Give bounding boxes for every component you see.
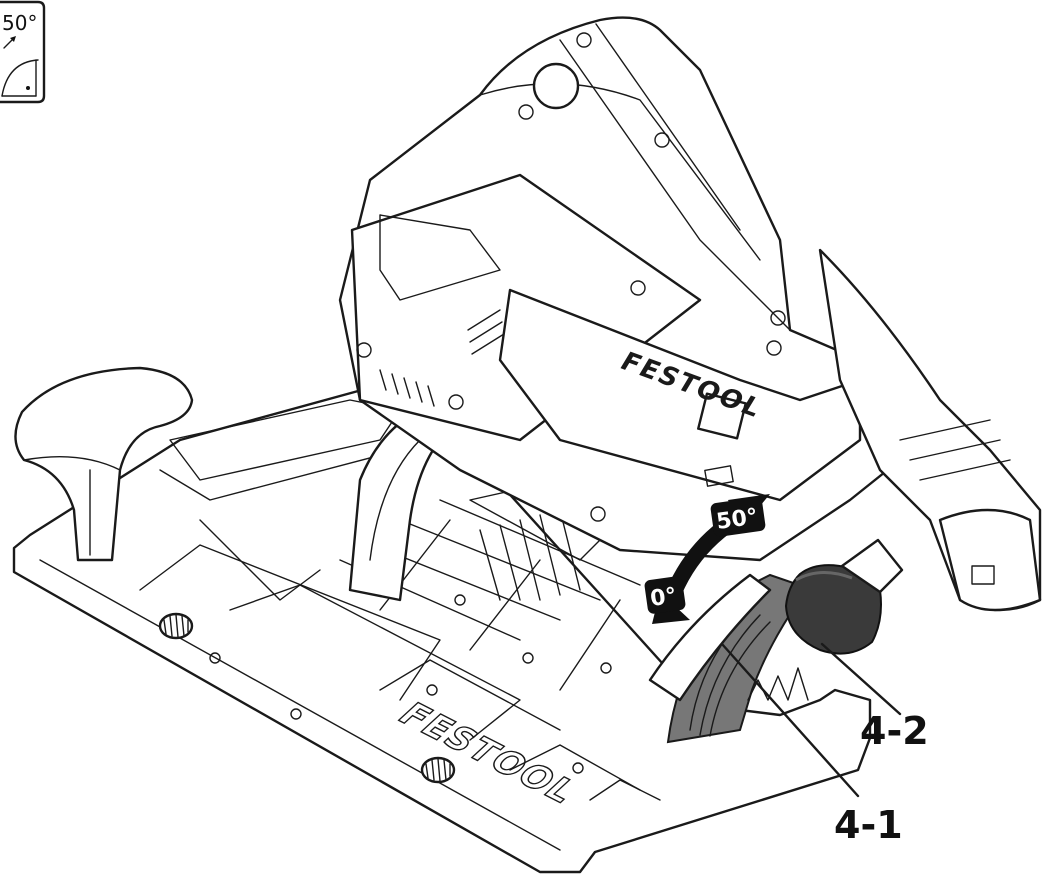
- callout-knob-label: 4-2: [860, 709, 929, 753]
- bevel-angle-icon: 50°: [0, 0, 46, 104]
- leader-line-scale: [720, 642, 860, 798]
- bevel-scale: [648, 573, 810, 744]
- icon-angle-label: 50°: [2, 11, 37, 35]
- bevel-lock-knob: [784, 538, 904, 655]
- max-angle-badge: 50°: [715, 504, 760, 535]
- angle-indicator: 50° 0°: [644, 494, 770, 624]
- dust-port: [818, 248, 1042, 612]
- callout-scale-label: 4-1: [834, 803, 903, 847]
- base-plate: [12, 383, 872, 874]
- saw-body: [338, 16, 902, 562]
- leader-line-knob: [820, 642, 902, 716]
- min-angle-badge: 0°: [649, 584, 679, 612]
- front-handle: [14, 366, 194, 562]
